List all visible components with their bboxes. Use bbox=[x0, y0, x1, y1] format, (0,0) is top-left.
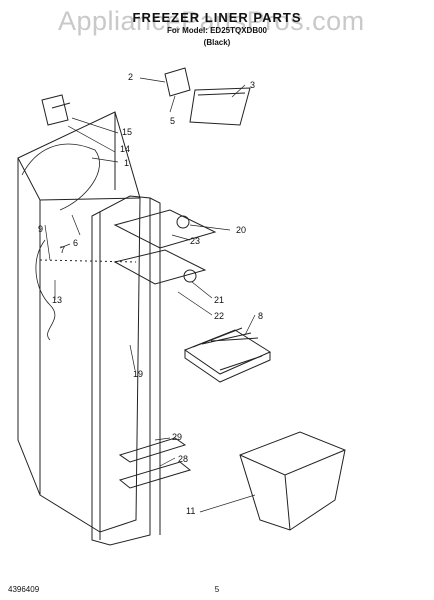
page-number: 5 bbox=[214, 585, 220, 594]
wire-shelf bbox=[183, 327, 272, 383]
svg-text:20: 20 bbox=[236, 225, 246, 235]
svg-text:29: 29 bbox=[172, 432, 182, 442]
watermark: AppliancePartsPros.com bbox=[58, 6, 365, 36]
svg-text:21: 21 bbox=[214, 295, 224, 305]
svg-text:15: 15 bbox=[122, 127, 132, 137]
storage-bin bbox=[239, 431, 346, 531]
top-hinge-bracket bbox=[41, 94, 71, 126]
svg-text:22: 22 bbox=[214, 311, 224, 321]
svg-text:14: 14 bbox=[120, 144, 130, 154]
svg-text:19: 19 bbox=[133, 369, 143, 379]
shelf-support-upper bbox=[113, 209, 217, 249]
document-number: 4396409 bbox=[8, 585, 40, 594]
svg-text:28: 28 bbox=[178, 454, 188, 464]
diagram-title: FREEZER LINER PARTS bbox=[132, 10, 302, 25]
svg-text:11: 11 bbox=[186, 506, 195, 516]
svg-text:6: 6 bbox=[73, 238, 78, 248]
svg-text:8: 8 bbox=[258, 311, 263, 321]
freezer-liner bbox=[17, 111, 141, 533]
svg-text:2: 2 bbox=[128, 72, 133, 82]
bottom-rail bbox=[118, 437, 192, 489]
leader-lines bbox=[44, 77, 256, 513]
model-subtitle: For Model: ED25TQXDB00 bbox=[166, 26, 267, 35]
svg-text:23: 23 bbox=[190, 236, 200, 246]
upper-basket bbox=[164, 67, 251, 126]
svg-text:13: 13 bbox=[52, 295, 62, 305]
svg-text:7: 7 bbox=[60, 245, 65, 255]
svg-text:9: 9 bbox=[38, 224, 43, 234]
color-note: (Black) bbox=[203, 38, 231, 47]
svg-text:1: 1 bbox=[124, 158, 129, 168]
svg-text:5: 5 bbox=[170, 116, 175, 126]
liner-divider-panel bbox=[91, 195, 161, 546]
callout-labels: 2 3 5 15 14 1 6 7 9 13 20 23 21 22 8 19 … bbox=[38, 72, 263, 516]
shelf-support-lower bbox=[113, 249, 207, 285]
svg-text:3: 3 bbox=[250, 80, 255, 90]
